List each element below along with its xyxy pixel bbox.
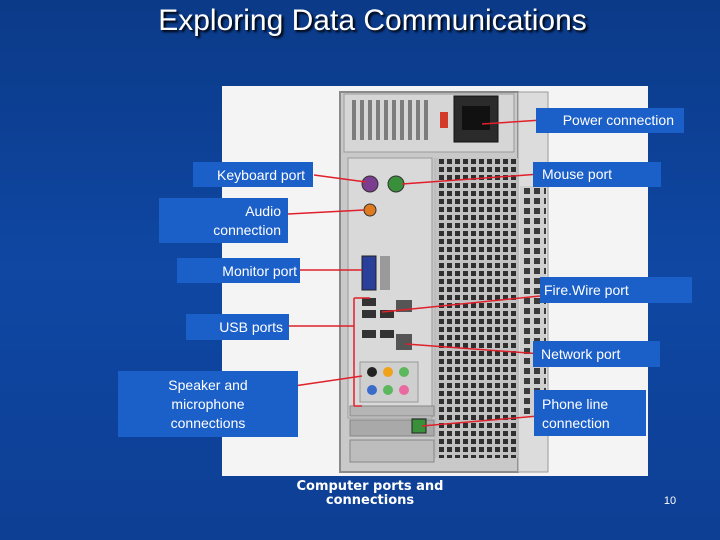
callout-mouse-port: Mouse port bbox=[533, 162, 661, 187]
callout-usb-ports: USB ports bbox=[186, 314, 289, 340]
callout-mouse-label: Mouse port bbox=[542, 166, 613, 182]
computer-back-panel-photo bbox=[222, 86, 648, 476]
slide-title: Exploring Data Communications bbox=[158, 4, 587, 37]
callout-firewire-port: Fire.Wire port bbox=[540, 277, 692, 303]
callout-audio-line1: Audio bbox=[245, 203, 281, 219]
callout-monitor-port: Monitor port bbox=[177, 258, 300, 283]
callout-audio-connection: Audio connection bbox=[159, 198, 288, 243]
callout-phone-line1: Phone line bbox=[542, 396, 609, 412]
callout-monitor-label: Monitor port bbox=[222, 263, 297, 279]
figure-caption: Computer ports and connections bbox=[296, 479, 444, 508]
callout-phone-line: Phone line connection bbox=[534, 390, 646, 436]
callout-network-port: Network port bbox=[533, 341, 660, 367]
page-number: 10 bbox=[663, 495, 677, 507]
callout-speaker-line3: connections bbox=[170, 415, 246, 431]
callout-speaker-line1: Speaker and bbox=[168, 377, 248, 393]
callout-audio-line2: connection bbox=[213, 222, 281, 238]
callout-speaker-microphone: Speaker and microphone connections bbox=[118, 371, 298, 437]
callout-power-label: Power connection bbox=[562, 112, 674, 128]
computer-back-panel-illustration bbox=[287, 91, 549, 473]
callout-firewire-label: Fire.Wire port bbox=[544, 282, 629, 298]
callout-usb-label: USB ports bbox=[219, 319, 283, 335]
callout-network-label: Network port bbox=[541, 346, 621, 362]
callout-speaker-line2: microphone bbox=[171, 396, 245, 412]
callout-power-connection: Power connection bbox=[536, 108, 684, 133]
callout-keyboard-label: Keyboard port bbox=[217, 167, 305, 183]
callout-phone-line2: connection bbox=[542, 415, 610, 431]
callout-keyboard-port: Keyboard port bbox=[193, 162, 313, 187]
